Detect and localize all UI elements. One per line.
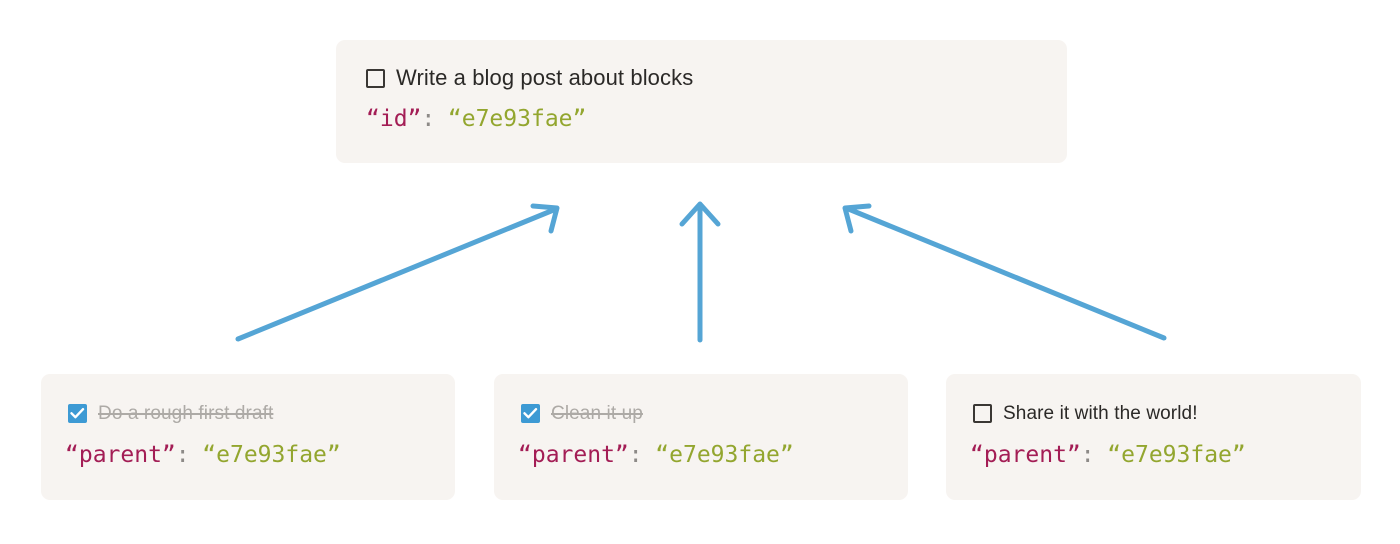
root-todo-label: Write a blog post about blocks (396, 65, 694, 90)
child2-json-row: “parent”: “e7e93fae” (970, 442, 1246, 468)
checkbox-checked-icon[interactable] (68, 404, 87, 423)
child0-json-row: “parent”: “e7e93fae” (65, 442, 341, 468)
root-card[interactable]: Write a blog post about blocks “id”: “e7e… (336, 40, 1067, 163)
checkbox-unchecked-icon[interactable] (366, 68, 385, 88)
child1-todo-row[interactable]: Clean it up (521, 404, 643, 423)
child0-todo-row[interactable]: Do a rough first draft (68, 404, 273, 423)
root-json-row: “id”: “e7e93fae” (366, 106, 586, 132)
json-value: “e7e93fae” (655, 442, 794, 468)
json-colon: : (1080, 442, 1095, 468)
json-colon: : (421, 106, 436, 132)
json-key: “parent” (65, 442, 176, 468)
json-key: “parent” (970, 442, 1081, 468)
child-card-2[interactable]: Share it with the world! “parent”: “e7e93… (946, 374, 1361, 500)
child1-json-row: “parent”: “e7e93fae” (518, 442, 794, 468)
json-value: “e7e93fae” (447, 106, 587, 132)
arrow-child2-to-root (842, 203, 1167, 341)
child0-todo-label: Do a rough first draft (98, 403, 274, 424)
json-key: “id” (366, 106, 422, 132)
json-colon: : (628, 442, 643, 468)
arrow-child1-to-root (679, 201, 721, 343)
json-value: “e7e93fae” (1107, 442, 1246, 468)
checkbox-unchecked-icon[interactable] (973, 404, 992, 423)
checkbox-checked-icon[interactable] (521, 404, 540, 423)
child2-todo-label: Share it with the world! (1003, 403, 1198, 424)
child2-todo-row[interactable]: Share it with the world! (973, 404, 1198, 423)
child-card-0[interactable]: Do a rough first draft “parent”: “e7e93fa… (41, 374, 455, 500)
json-colon: : (175, 442, 190, 468)
root-todo-row[interactable]: Write a blog post about blocks (366, 67, 693, 89)
child1-todo-label: Clean it up (551, 403, 643, 424)
json-value: “e7e93fae” (202, 442, 341, 468)
arrow-child0-to-root (235, 203, 560, 342)
json-key: “parent” (518, 442, 629, 468)
child-card-1[interactable]: Clean it up “parent”: “e7e93fae” (494, 374, 908, 500)
